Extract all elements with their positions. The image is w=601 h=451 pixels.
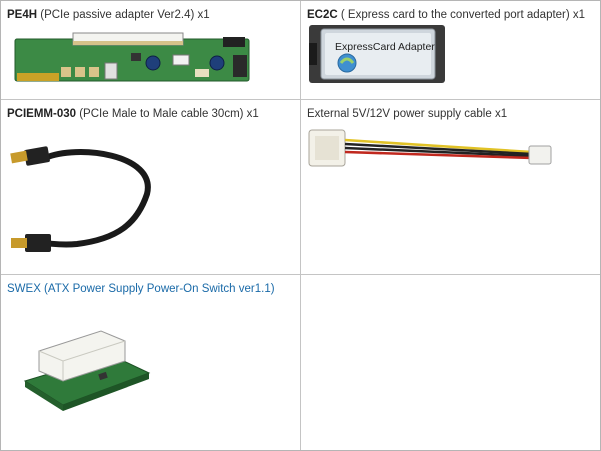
pciemm-desc: (PCIe Male to Male cable 30cm) x1 xyxy=(76,108,259,120)
swex-board-image xyxy=(23,330,151,411)
pciemm-caption: PCIEMM-030 (PCIe Male to Male cable 30cm… xyxy=(7,107,259,121)
pe4h-caption: PE4H (PCIe passive adapter Ver2.4) x1 xyxy=(7,8,210,22)
cell-pciemm: PCIEMM-030 (PCIe Male to Male cable 30cm… xyxy=(1,100,301,275)
power-cable-caption: External 5V/12V power supply cable x1 xyxy=(307,108,508,120)
pe4h-name: PE4H xyxy=(7,9,38,21)
ec2c-name: EC2C xyxy=(307,9,338,21)
expresscard-image xyxy=(309,25,445,83)
pciemm-name: PCIEMM-030 xyxy=(7,108,77,120)
swex-link[interactable]: SWEX (ATX Power Supply Power-On Switch v… xyxy=(7,283,275,295)
cell-power-cable: External 5V/12V power supply cable x1 xyxy=(301,100,600,275)
cell-ec2c: EC2C ( Express card to the converted por… xyxy=(301,1,600,100)
ec2c-caption: EC2C ( Express card to the converted por… xyxy=(307,8,585,22)
cell-swex: SWEX (ATX Power Supply Power-On Switch v… xyxy=(1,275,301,450)
pcie-cable-image xyxy=(10,146,151,252)
cell-empty xyxy=(301,275,600,450)
power-cable-image xyxy=(308,129,552,167)
expresscard-label: ExpressCard Adapter xyxy=(335,41,435,53)
cell-pe4h: PE4H (PCIe passive adapter Ver2.4) x1 xyxy=(1,1,301,100)
pe4h-desc: (PCIe passive adapter Ver2.4) x1 xyxy=(37,9,210,21)
pe4h-board-image xyxy=(14,32,250,82)
ec2c-desc: ( Express card to the converted port ada… xyxy=(337,9,586,21)
